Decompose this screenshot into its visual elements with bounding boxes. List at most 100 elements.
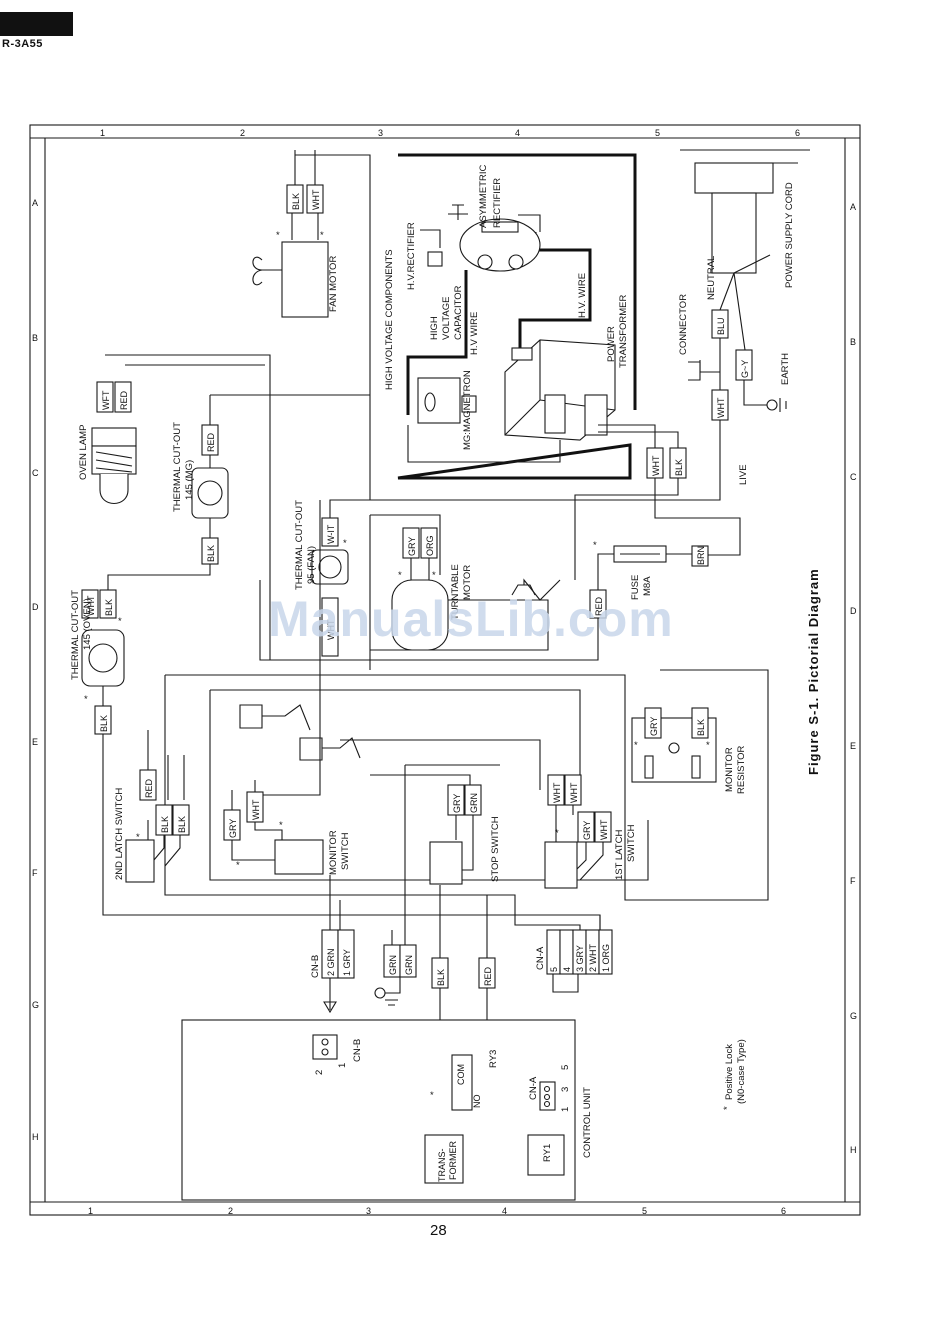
first-latch-switch-label: SWITCH bbox=[626, 824, 637, 862]
lower-wire-runs bbox=[329, 765, 488, 958]
turntable-motor-label: MOTOR bbox=[462, 565, 473, 600]
cn-a-pin-4-text: 4 bbox=[562, 967, 572, 972]
tag-blk-latch2-2 bbox=[172, 804, 190, 836]
tco-mg-disc bbox=[197, 480, 223, 506]
fan-motor-leads bbox=[291, 213, 319, 240]
ry3-no-label: NO bbox=[472, 1095, 482, 1109]
tag-grn-ground-1-text: GRN bbox=[388, 955, 398, 975]
tco-mg-label: THERMAL CUT-OUT bbox=[172, 422, 183, 512]
tag-red-lamp bbox=[114, 381, 132, 413]
tag-org-turntable-text: ORG bbox=[425, 535, 435, 556]
cn-a-board-pin-3 bbox=[543, 1100, 551, 1108]
tag-wht-tco-fan-text: W-IT bbox=[326, 524, 336, 544]
tag-red-latch2 bbox=[139, 769, 157, 801]
hv-wire-2-label: H.V. WIRE bbox=[577, 273, 588, 318]
capacitor-label: CAPACITOR bbox=[453, 285, 464, 340]
cn-b-arrow bbox=[323, 978, 337, 1014]
tag-blu-text: BLU bbox=[716, 317, 726, 335]
magnetron bbox=[417, 377, 461, 424]
cn-a-pin-1-text: 1 ORG bbox=[601, 944, 611, 972]
tag-wht-tco-fan-2 bbox=[321, 597, 339, 657]
grid-row-a-right: A bbox=[850, 202, 856, 212]
grid-row-f: F bbox=[32, 868, 38, 878]
tco-fan-label: THERMAL CUT-OUT bbox=[294, 500, 305, 590]
connector-plug-1 bbox=[239, 704, 263, 729]
ground-wire bbox=[385, 977, 401, 994]
tag-red-ry3-text: RED bbox=[483, 966, 493, 986]
fuse-red-run bbox=[259, 580, 599, 661]
earth-terminal bbox=[766, 399, 778, 411]
cn-b-board-pin-1-label: 1 bbox=[337, 1063, 348, 1068]
second-latch-switch bbox=[125, 839, 155, 883]
ry3-com-label: COM bbox=[456, 1064, 466, 1085]
asymmetric-rectifier bbox=[481, 221, 519, 233]
tag-red-tco-mg-text: RED bbox=[206, 432, 216, 452]
tag-red-latch2-text: RED bbox=[144, 778, 154, 798]
transformer-label: TRANSFORMER bbox=[618, 295, 629, 369]
tag-wht-latch1-1-text: WHT bbox=[552, 782, 562, 803]
grid-row-g-right: G bbox=[850, 1011, 857, 1021]
grid-col-2: 2 bbox=[240, 128, 245, 138]
cn-b-board-pin-2-label: 2 bbox=[314, 1070, 325, 1075]
tco-oven-label: THERMAL CUT-OUT bbox=[70, 590, 81, 680]
first-latch-label: 1ST LATCH bbox=[614, 830, 625, 880]
grid-col-5-bottom: 5 bbox=[642, 1206, 647, 1216]
tag-wht-live-text: WHT bbox=[716, 397, 726, 418]
cn-a-label: CN-A bbox=[535, 946, 546, 970]
grid-row-b: B bbox=[32, 333, 38, 343]
tag-grn-ground-2 bbox=[399, 944, 417, 978]
oven-blk-main bbox=[102, 734, 601, 948]
cn-a-board-pin-1 bbox=[543, 1085, 551, 1093]
fuse-leads bbox=[597, 553, 692, 590]
monitor-marker-2: * bbox=[236, 860, 240, 871]
grid-row-d: D bbox=[32, 602, 39, 612]
hv-rectifier bbox=[427, 251, 443, 267]
tag-g-y-text: G~Y bbox=[740, 360, 750, 378]
tag-blk-ry3-text: BLK bbox=[436, 969, 446, 986]
tag-blk-resistor-text: BLK bbox=[696, 719, 706, 736]
connector-label: CONNECTOR bbox=[678, 294, 689, 355]
hv-ground-symbol bbox=[448, 204, 468, 220]
tag-wht-fan bbox=[306, 184, 324, 214]
cn-a-pin-1 bbox=[598, 929, 613, 975]
footnote-line-1: Positive Lock bbox=[724, 1044, 735, 1100]
tag-wht-lamp-text: WFT bbox=[101, 390, 111, 410]
monitor-switch-label-2: SWITCH bbox=[340, 832, 351, 870]
cn-a-pin-2-text: 2 WHT bbox=[588, 944, 598, 973]
grid-row-b-right: B bbox=[850, 337, 856, 347]
tag-wht-tco-fan bbox=[321, 517, 339, 547]
first-latch-switch bbox=[544, 841, 578, 889]
turntable-leads bbox=[410, 558, 430, 580]
latch2-wire-stubs bbox=[147, 730, 185, 800]
tag-gry-monitor-text: GRY bbox=[228, 819, 238, 838]
ground-terminal bbox=[374, 987, 386, 999]
transformer-hv-terminal bbox=[511, 347, 533, 361]
tag-wht-monitor-text: WHT bbox=[251, 799, 261, 820]
tag-blk-transformer-text: BLK bbox=[674, 459, 684, 476]
tco-oven-disc bbox=[88, 643, 118, 673]
tag-wht-latch1-3-text: WHT bbox=[599, 819, 609, 840]
grid-col-1: 1 bbox=[100, 128, 105, 138]
resistor-screw bbox=[668, 742, 680, 754]
resistor-terminal-1 bbox=[644, 755, 654, 779]
tag-brn bbox=[691, 545, 709, 567]
tag-red-lamp-text: RED bbox=[119, 390, 129, 410]
ry3-relay bbox=[451, 1054, 473, 1111]
cn-b-pin-1 bbox=[337, 929, 355, 979]
cn-b-pin-2-text: 2 GRN bbox=[326, 948, 336, 976]
oven-lamp-socket bbox=[91, 427, 137, 447]
tag-red-fuse-text: RED bbox=[594, 596, 604, 616]
tag-gry-resistor bbox=[644, 707, 662, 739]
latch2-marker: * bbox=[136, 832, 140, 843]
turntable-marker-2: * bbox=[432, 570, 436, 581]
page-number: 28 bbox=[430, 1222, 447, 1239]
grid-row-c: C bbox=[32, 468, 39, 478]
neutral-main-run bbox=[329, 420, 721, 525]
turntable-label: TURNTABLE bbox=[450, 564, 461, 620]
asymmetric-label: ASYMMETRIC bbox=[478, 165, 489, 228]
fan-motor-feed bbox=[295, 154, 371, 500]
grid-col-3: 3 bbox=[378, 128, 383, 138]
neutral-label: NEUTRAL bbox=[706, 256, 717, 300]
stop-switch bbox=[429, 841, 463, 885]
resistor-terminal-2 bbox=[691, 755, 701, 779]
